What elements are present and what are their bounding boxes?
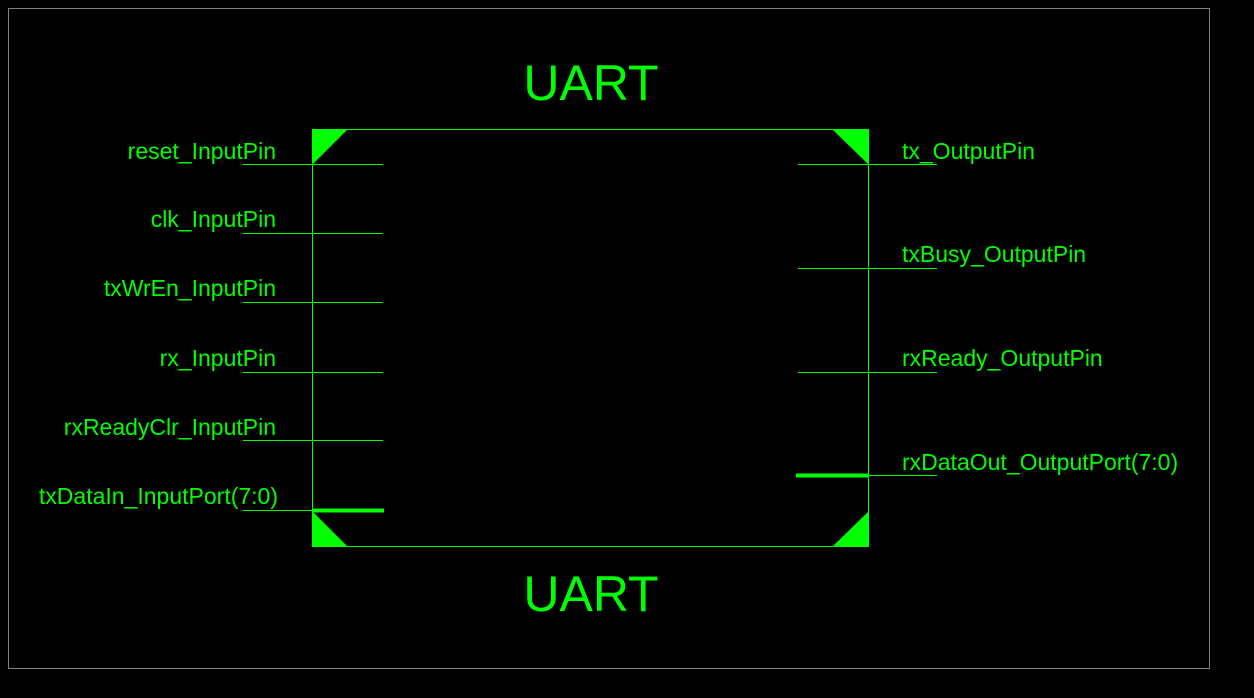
output-pin-label: tx_OutputPin bbox=[902, 138, 1035, 164]
corner-marker-top-right bbox=[832, 129, 869, 165]
corner-marker-bottom-right bbox=[832, 511, 869, 547]
input-bus-label: txDataIn_InputPort(7:0) bbox=[39, 483, 278, 509]
input-pin-label: reset_InputPin bbox=[128, 138, 276, 164]
input-pin-label: rx_InputPin bbox=[160, 345, 276, 371]
input-pin-label: clk_InputPin bbox=[151, 206, 276, 232]
corner-marker-top-left bbox=[312, 129, 348, 165]
corner-marker-bottom-left bbox=[312, 511, 348, 547]
input-pin-label: rxReadyClr_InputPin bbox=[64, 414, 276, 440]
sheet-frame bbox=[8, 8, 1210, 669]
input-pin-label: txWrEn_InputPin bbox=[104, 275, 276, 301]
input-pins: reset_InputPin clk_InputPin txWrEn_Input… bbox=[39, 138, 384, 513]
output-pin-label: txBusy_OutputPin bbox=[902, 241, 1086, 267]
component-title-bottom: UART bbox=[523, 566, 658, 622]
component-body[interactable] bbox=[312, 129, 869, 547]
output-pin-label: rxReady_OutputPin bbox=[902, 345, 1103, 371]
output-pins: tx_OutputPin txBusy_OutputPin rxReady_Ou… bbox=[796, 138, 1178, 478]
component-title-top: UART bbox=[523, 55, 658, 111]
output-bus-label: rxDataOut_OutputPort(7:0) bbox=[902, 449, 1178, 475]
